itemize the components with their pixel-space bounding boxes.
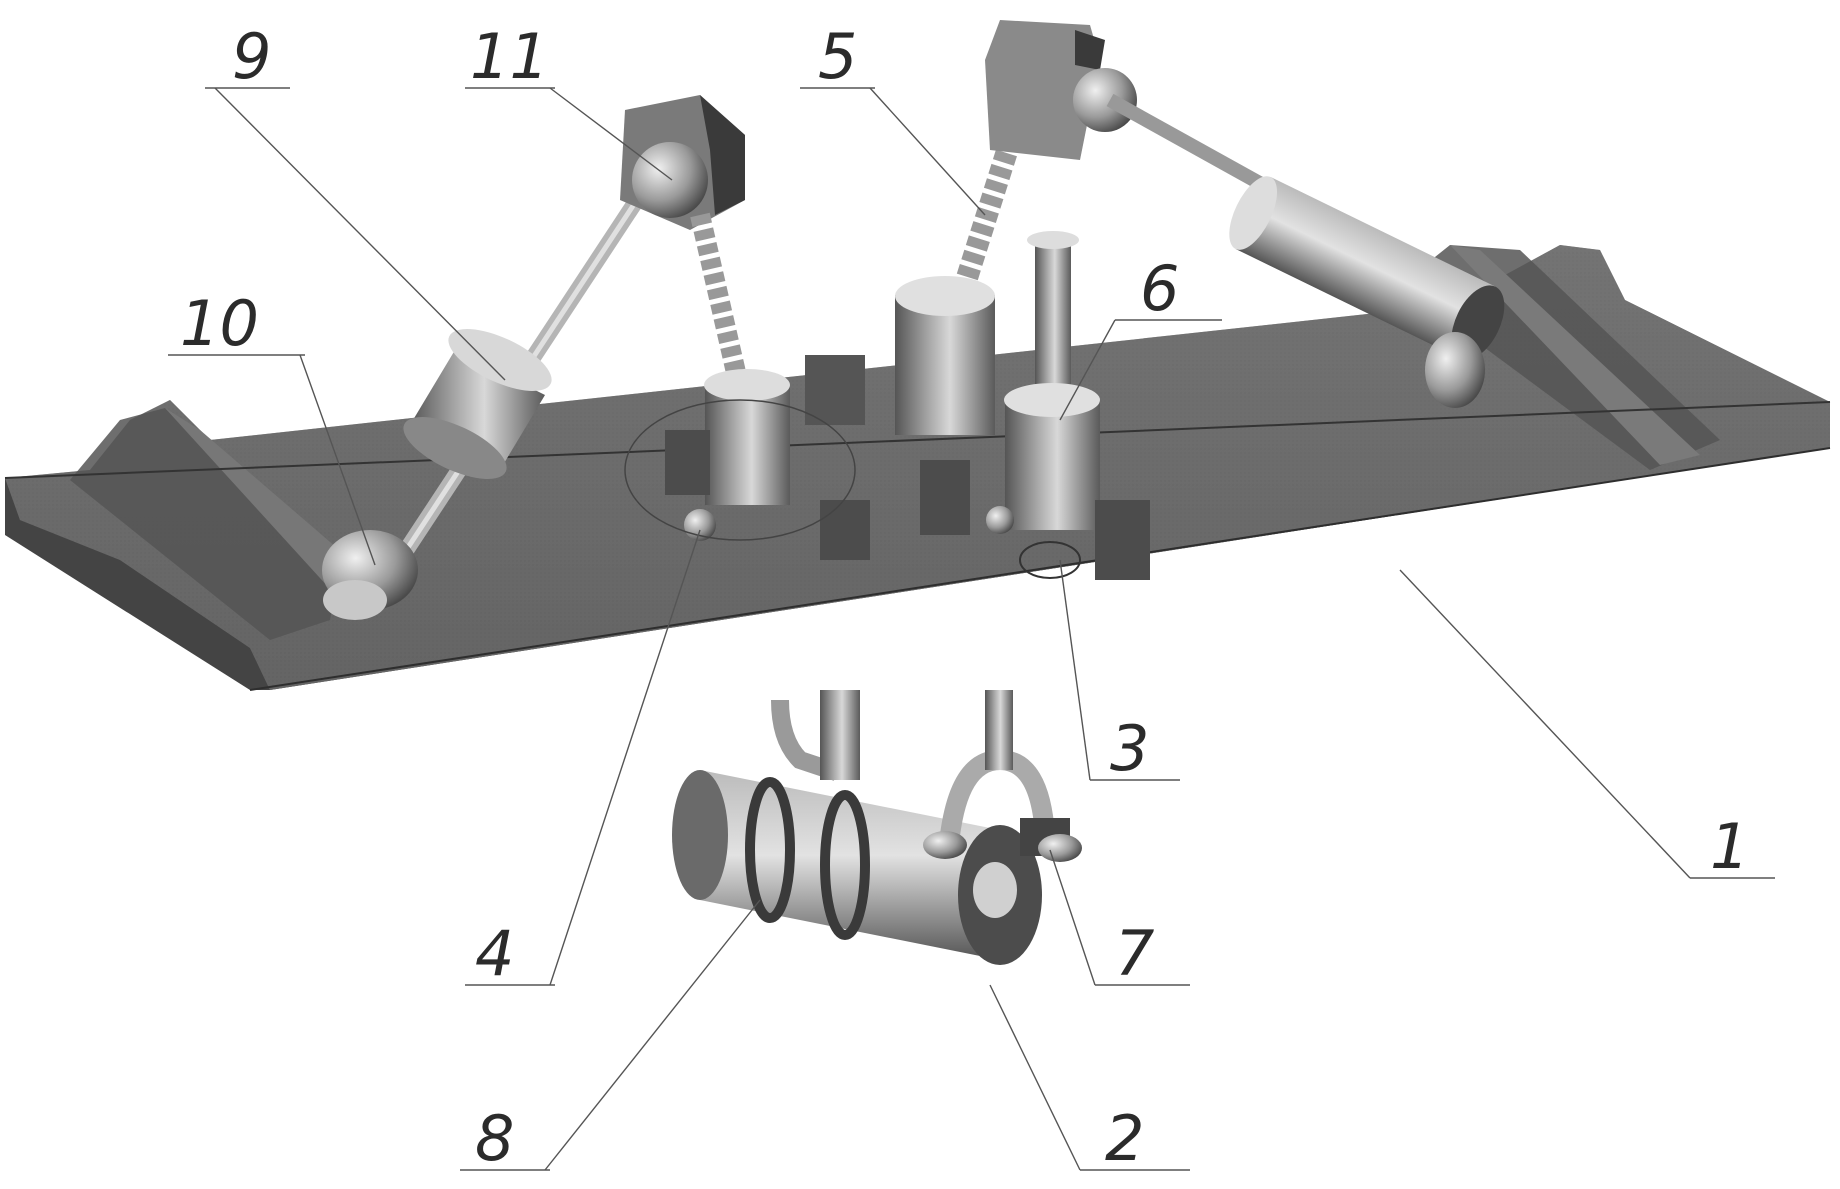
leader-3	[1059, 559, 1091, 781]
callout-6: 6	[1140, 252, 1179, 325]
leader-1	[1399, 569, 1691, 879]
leader-6	[1059, 319, 1116, 421]
leader-9	[214, 87, 506, 381]
left-strut	[322, 95, 790, 620]
callout-1: 1	[1710, 810, 1749, 883]
callout-7: 7	[1115, 917, 1154, 990]
callout-4: 4	[475, 917, 514, 990]
callout-3: 3	[1110, 712, 1149, 785]
lower-cylinder	[672, 690, 1082, 965]
leader-7	[1049, 849, 1096, 986]
leader-2	[989, 984, 1081, 1171]
callout-2: 2	[1105, 1102, 1144, 1175]
leader-4	[549, 529, 701, 986]
leader-10	[299, 354, 376, 566]
leader-11	[549, 87, 673, 181]
callout-8: 8	[475, 1102, 514, 1175]
callout-10: 10	[180, 287, 259, 360]
callout-9: 9	[232, 20, 271, 93]
center-assembly	[624, 20, 1505, 580]
callout-5: 5	[818, 20, 857, 93]
leader-8	[544, 899, 761, 1171]
callouts: 9 11 5 10 6 3 1 4 7	[168, 20, 1775, 1175]
leader-5	[869, 87, 986, 216]
callout-11: 11	[470, 20, 549, 93]
